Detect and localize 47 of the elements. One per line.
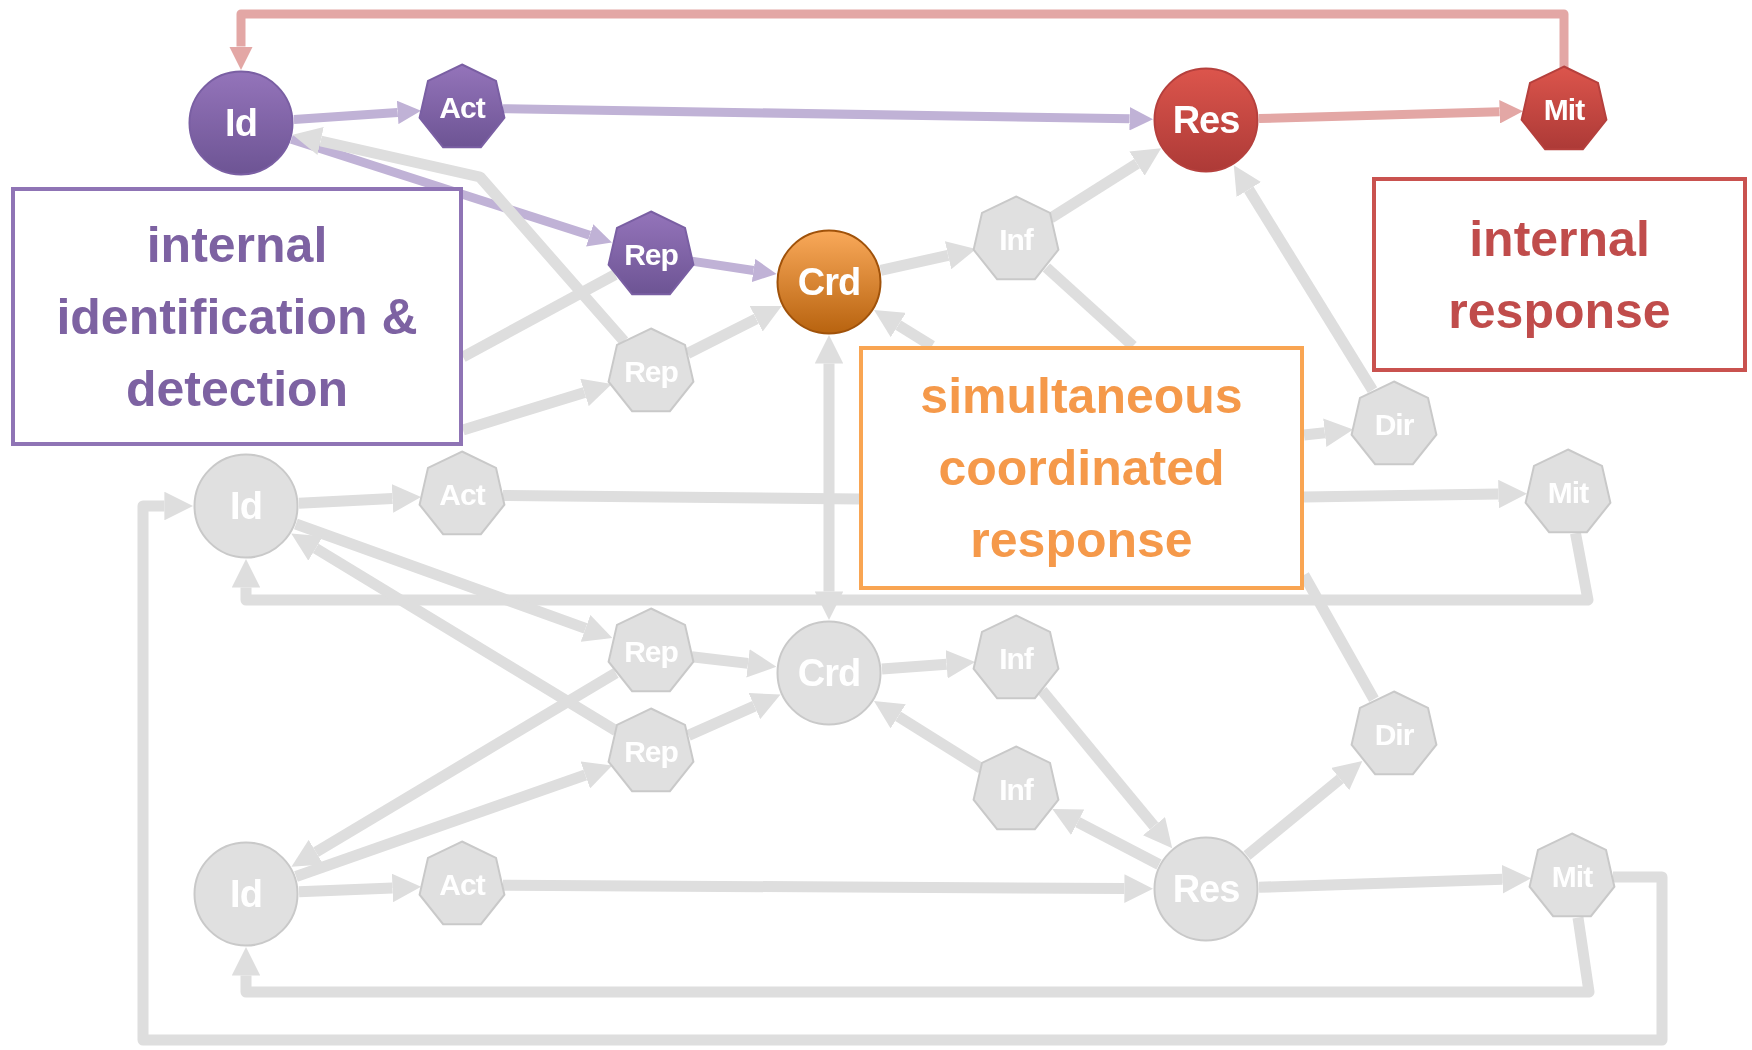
arrow bbox=[294, 518, 613, 642]
arrow bbox=[881, 649, 976, 679]
node-label: Res bbox=[1172, 101, 1240, 139]
process-circle bbox=[1153, 836, 1259, 942]
group-box bbox=[859, 346, 1304, 590]
arrow bbox=[229, 9, 1569, 70]
arrow bbox=[291, 668, 619, 867]
process-circle bbox=[776, 229, 882, 335]
process-circle bbox=[193, 453, 299, 559]
arrow bbox=[502, 874, 1153, 903]
arrow bbox=[298, 484, 422, 513]
arrow bbox=[231, 532, 1594, 606]
arrow bbox=[502, 104, 1153, 131]
arrow bbox=[1258, 865, 1531, 894]
arrow bbox=[1303, 479, 1527, 509]
process-circle bbox=[193, 841, 299, 947]
arrow bbox=[1303, 418, 1354, 447]
arrow bbox=[1052, 809, 1162, 870]
arrow bbox=[1258, 100, 1523, 124]
group-box bbox=[1372, 177, 1747, 372]
node-label: Rep bbox=[624, 240, 678, 270]
arrow bbox=[290, 134, 612, 247]
arrow bbox=[292, 127, 629, 345]
group-box bbox=[11, 187, 463, 446]
group-label: internal identification & detection bbox=[55, 215, 419, 419]
node-label: Mit bbox=[1543, 95, 1585, 125]
arrow bbox=[1233, 165, 1378, 393]
arrow bbox=[691, 649, 777, 678]
group-label: internal response bbox=[1447, 209, 1672, 341]
node-label: Act bbox=[439, 93, 485, 123]
arrow bbox=[293, 100, 422, 125]
arrow bbox=[298, 873, 422, 903]
group-label: simultaneous coordinated response bbox=[919, 367, 1244, 570]
arrow bbox=[231, 916, 1595, 998]
arrow bbox=[137, 491, 1668, 1046]
process-circle bbox=[1153, 67, 1259, 173]
arrow bbox=[1243, 761, 1363, 860]
arrow bbox=[685, 305, 782, 359]
arrow bbox=[686, 693, 781, 741]
arrow bbox=[814, 335, 844, 620]
arrow bbox=[294, 761, 613, 882]
node-label: Id bbox=[225, 104, 257, 142]
connector-line bbox=[502, 489, 860, 505]
process-circle bbox=[188, 70, 294, 176]
arrow bbox=[1037, 687, 1173, 849]
process-circle bbox=[776, 620, 882, 726]
node-label: Crd bbox=[797, 263, 861, 301]
